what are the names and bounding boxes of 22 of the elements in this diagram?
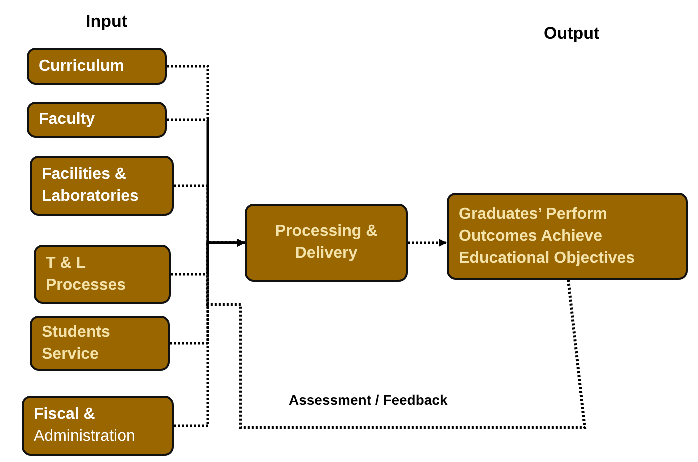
process-box bbox=[27, 102, 167, 138]
arrow bbox=[206, 239, 587, 430]
process-box bbox=[447, 193, 688, 280]
box-label: Graduates’ Perform Outcomes Achieve Educational Objectives bbox=[458, 204, 636, 268]
process-box bbox=[22, 396, 174, 456]
arrow bbox=[408, 239, 447, 247]
box-label: T & L Processes bbox=[45, 254, 128, 296]
process-box bbox=[245, 204, 408, 282]
process-box bbox=[30, 156, 174, 216]
edge-label: Assessment / Feedback bbox=[289, 392, 448, 408]
box-label: Processing & Delivery bbox=[274, 222, 379, 264]
box-label: Faculty bbox=[38, 110, 96, 130]
process-box bbox=[27, 48, 167, 85]
box-label: Fiscal & Administration bbox=[33, 405, 136, 447]
process-box bbox=[30, 316, 170, 371]
box-label: Students Service bbox=[41, 322, 112, 364]
box-label: Facilities & Laboratories bbox=[41, 165, 140, 207]
process-box bbox=[34, 245, 171, 304]
box-label: Curriculum bbox=[38, 56, 126, 76]
column-heading: Input bbox=[86, 12, 128, 32]
column-heading: Output bbox=[544, 24, 600, 44]
arrow bbox=[174, 239, 245, 428]
